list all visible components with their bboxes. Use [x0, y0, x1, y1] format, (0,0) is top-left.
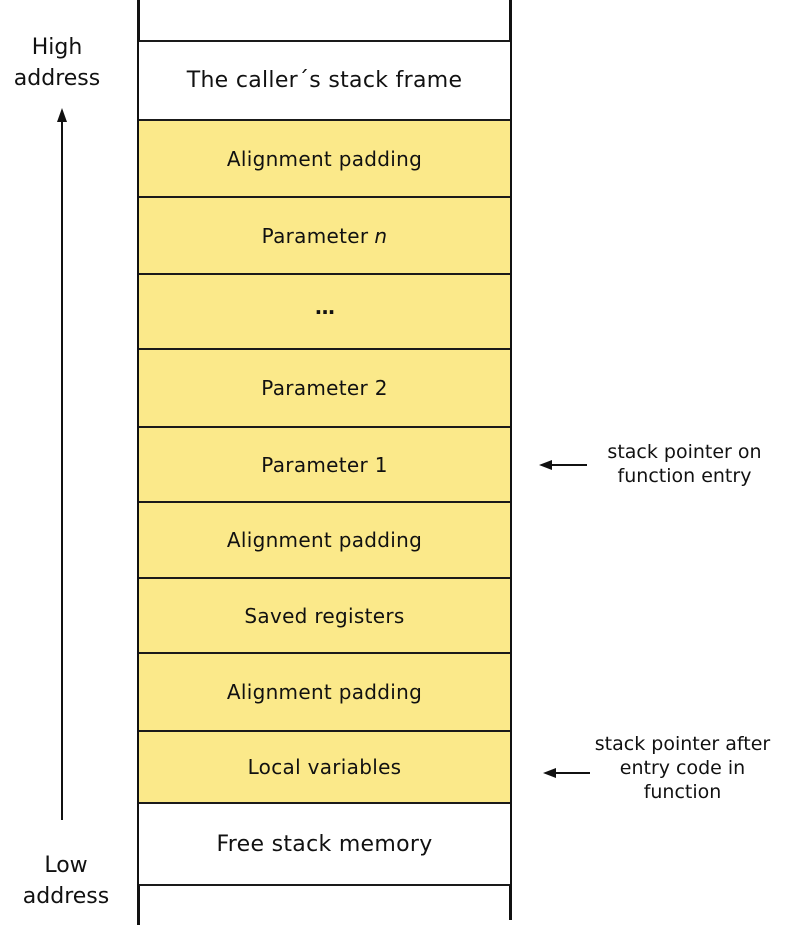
stack-right-wall: [509, 0, 512, 920]
cell-label: Local variables: [247, 755, 402, 779]
cell-label: ...: [314, 294, 336, 319]
entry-label-line1: stack pointer on: [607, 441, 762, 463]
stack-cell-alignment-padding-top: Alignment padding: [139, 119, 510, 196]
stack-bottom-line: [139, 884, 510, 886]
stack-cell-parameter-2: Parameter 2: [139, 348, 510, 426]
stack-left-wall: [137, 0, 140, 925]
address-axis-arrow: [57, 108, 67, 820]
entry-pointer-arrow: [539, 460, 587, 470]
stack-pointer-entry-label: stack pointer on function entry: [592, 440, 777, 488]
low-address-line1: Low: [44, 853, 88, 878]
stack-cell-alignment-padding-mid: Alignment padding: [139, 501, 510, 577]
cell-label: Alignment padding: [226, 528, 423, 552]
stack-cell-parameter-n: Parameter n: [139, 196, 510, 273]
after-entry-pointer-arrow: [543, 768, 590, 778]
low-address-label: Low address: [11, 850, 121, 912]
cell-label-italic: n: [374, 223, 388, 248]
stack-cell-caller-frame: The caller´s stack frame: [139, 40, 510, 119]
high-address-line1: High: [31, 35, 83, 60]
after-entry-label-line2: entry code in: [619, 757, 746, 779]
stack-cell-free-memory: Free stack memory: [139, 802, 510, 884]
entry-label-line2: function entry: [617, 465, 752, 487]
cell-label: Alignment padding: [226, 146, 423, 171]
high-address-label: High address: [2, 32, 112, 94]
cell-label: Parameter: [261, 223, 369, 248]
after-entry-label-line1: stack pointer after: [594, 733, 771, 755]
stack-pointer-after-entry-label: stack pointer after entry code in functi…: [580, 732, 785, 804]
high-address-line2: address: [13, 66, 101, 91]
stack-cell-parameter-1: Parameter 1: [139, 426, 510, 501]
after-entry-label-line3: function: [643, 781, 722, 803]
stack-cell-saved-registers: Saved registers: [139, 577, 510, 652]
stack-cell-local-variables: Local variables: [139, 730, 510, 802]
low-address-line2: address: [22, 884, 110, 909]
cell-label: Free stack memory: [216, 831, 433, 857]
stack-cell-ellipsis: ...: [139, 273, 510, 348]
cell-label: Saved registers: [244, 603, 405, 628]
cell-label: Alignment padding: [226, 680, 423, 704]
stack-cell-alignment-padding-low: Alignment padding: [139, 652, 510, 730]
cell-label: Parameter 1: [261, 452, 388, 477]
cell-label: Parameter 2: [261, 376, 388, 400]
cell-label: The caller´s stack frame: [186, 68, 463, 93]
